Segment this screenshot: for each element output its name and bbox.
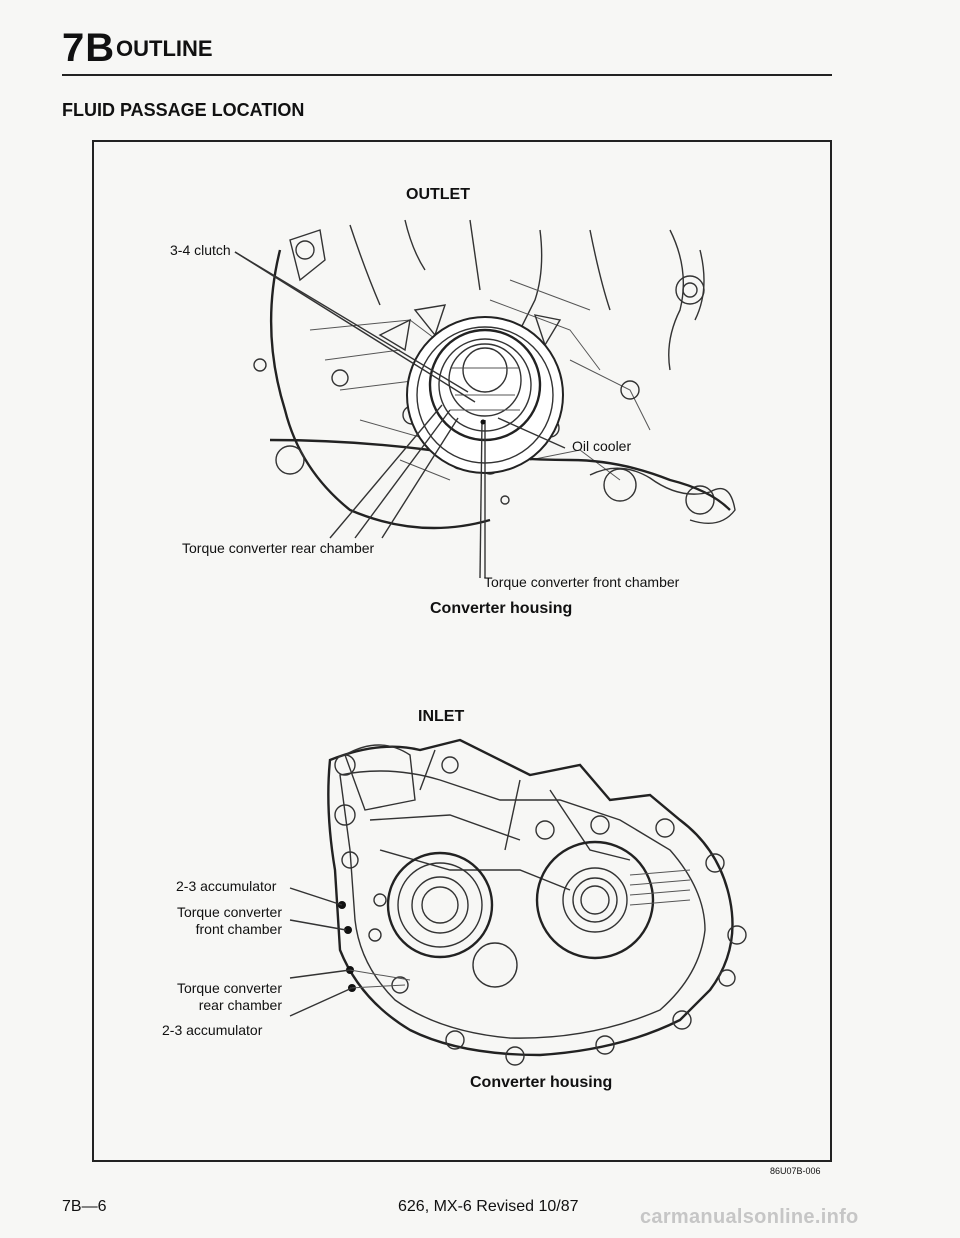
- label-tc-front-chamber: Torque converter front chamber: [484, 574, 680, 590]
- outlet-heading: OUTLET: [406, 186, 470, 203]
- label-2-3-accumulator-top: 2-3 accumulator: [176, 878, 277, 894]
- label-oil-cooler: Oil cooler: [572, 438, 632, 454]
- page-number: 7B—6: [62, 1198, 107, 1215]
- section-code: 7B: [62, 26, 116, 70]
- label-tc-rear-chamber: Torque converter rear chamber: [182, 540, 375, 556]
- outlet-caption: Converter housing: [430, 600, 573, 617]
- revision-note: 626, MX-6 Revised 10/87: [398, 1198, 579, 1215]
- watermark: carmanualsonline.info: [640, 1206, 859, 1228]
- label-tc-front-line1: Torque converter: [176, 904, 282, 920]
- inlet-heading: INLET: [418, 708, 465, 725]
- section-title: OUTLINE: [116, 36, 213, 61]
- inlet-housing-drawing: [289, 738, 747, 1066]
- label-tc-front-line2: front chamber: [195, 921, 282, 937]
- label-2-3-accumulator-bottom: 2-3 accumulator: [162, 1022, 263, 1038]
- outlet-housing-drawing: [234, 219, 736, 579]
- label-tc-front-chamber-inlet: Torque converter front chamber: [140, 904, 282, 938]
- label-tc-rear-line2: rear chamber: [198, 997, 282, 1013]
- figure-id: 86U07B-006: [770, 1166, 821, 1176]
- page-title: FLUID PASSAGE LOCATION: [62, 100, 305, 120]
- label-tc-rear-line1: Torque converter: [176, 980, 282, 996]
- label-3-4-clutch: 3-4 clutch: [170, 242, 231, 258]
- inlet-caption: Converter housing: [470, 1074, 613, 1091]
- label-tc-rear-chamber-inlet: Torque converter rear chamber: [140, 980, 282, 1014]
- header-rule: [62, 74, 832, 76]
- figure-frame: [92, 140, 832, 1162]
